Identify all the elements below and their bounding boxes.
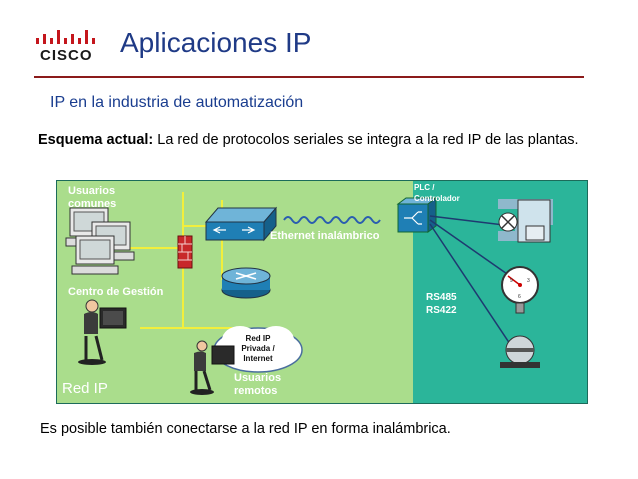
router-icon <box>221 267 271 299</box>
label-usuarios-remotos-line2: remotos <box>234 385 278 397</box>
label-plc-line1: PLC / <box>414 183 435 192</box>
serial-links <box>429 215 513 345</box>
label-usuarios-remotos-line1: Usuarios <box>234 372 282 384</box>
intro-text: La red de protocolos seriales se integra… <box>153 132 579 148</box>
intro-paragraph: Esquema actual: La red de protocolos ser… <box>38 130 598 151</box>
pressure-gauge-icon: 9 3 6 <box>501 266 539 314</box>
label-rs-protocols: RS485 RS422 <box>426 291 457 317</box>
label-plc-controlador: PLC / Controlador <box>414 182 460 204</box>
footer-text: Es posible también conectarse a la red I… <box>40 421 451 437</box>
label-rs485: RS485 <box>426 292 457 303</box>
switch-icon <box>204 206 278 242</box>
svg-text:9: 9 <box>510 278 513 284</box>
label-plc-line2: Controlador <box>414 194 460 203</box>
page-subtitle: IP en la industria de automatización <box>50 94 304 111</box>
intro-bold-label: Esquema actual: <box>38 132 154 148</box>
firewall-icon <box>177 235 193 269</box>
label-cloud: Red IP Privada / Internet <box>228 334 288 364</box>
remote-user-icon <box>190 340 235 395</box>
label-usuarios-remotos: Usuarios remotos <box>234 372 281 398</box>
brand-name: CISCO <box>40 47 93 64</box>
label-ethernet-inalambrico: Ethernet inalámbrico <box>270 230 380 242</box>
label-cloud-line3: Internet <box>243 354 273 363</box>
page-title: Aplicaciones IP <box>120 27 312 58</box>
desktop-computers-icon <box>65 207 135 275</box>
cloud-icon <box>213 326 303 373</box>
label-usuarios-comunes-line2: comunes <box>68 198 117 210</box>
label-cloud-line2: Privada / <box>241 344 275 353</box>
title-divider <box>34 76 584 78</box>
operator-workstation-icon <box>78 299 127 365</box>
label-centro-de-gestion: Centro de Gestión <box>68 286 164 298</box>
label-usuarios-comunes-line1: Usuarios <box>68 185 116 197</box>
label-cloud-line1: Red IP <box>245 334 271 343</box>
valve-pipe-icon <box>498 199 553 243</box>
cisco-bridge-icon <box>36 30 95 44</box>
plc-controller-icon <box>396 197 438 233</box>
wireless-link-icon <box>283 216 381 224</box>
svg-text:3: 3 <box>527 278 530 284</box>
label-usuarios-comunes: Usuarios comunes <box>68 185 116 211</box>
cisco-logo: CISCO <box>34 26 104 66</box>
svg-text:6: 6 <box>518 294 521 300</box>
label-rs422: RS422 <box>426 305 457 316</box>
label-red-ip: Red IP <box>62 380 108 397</box>
level-sensor-icon <box>500 335 540 368</box>
